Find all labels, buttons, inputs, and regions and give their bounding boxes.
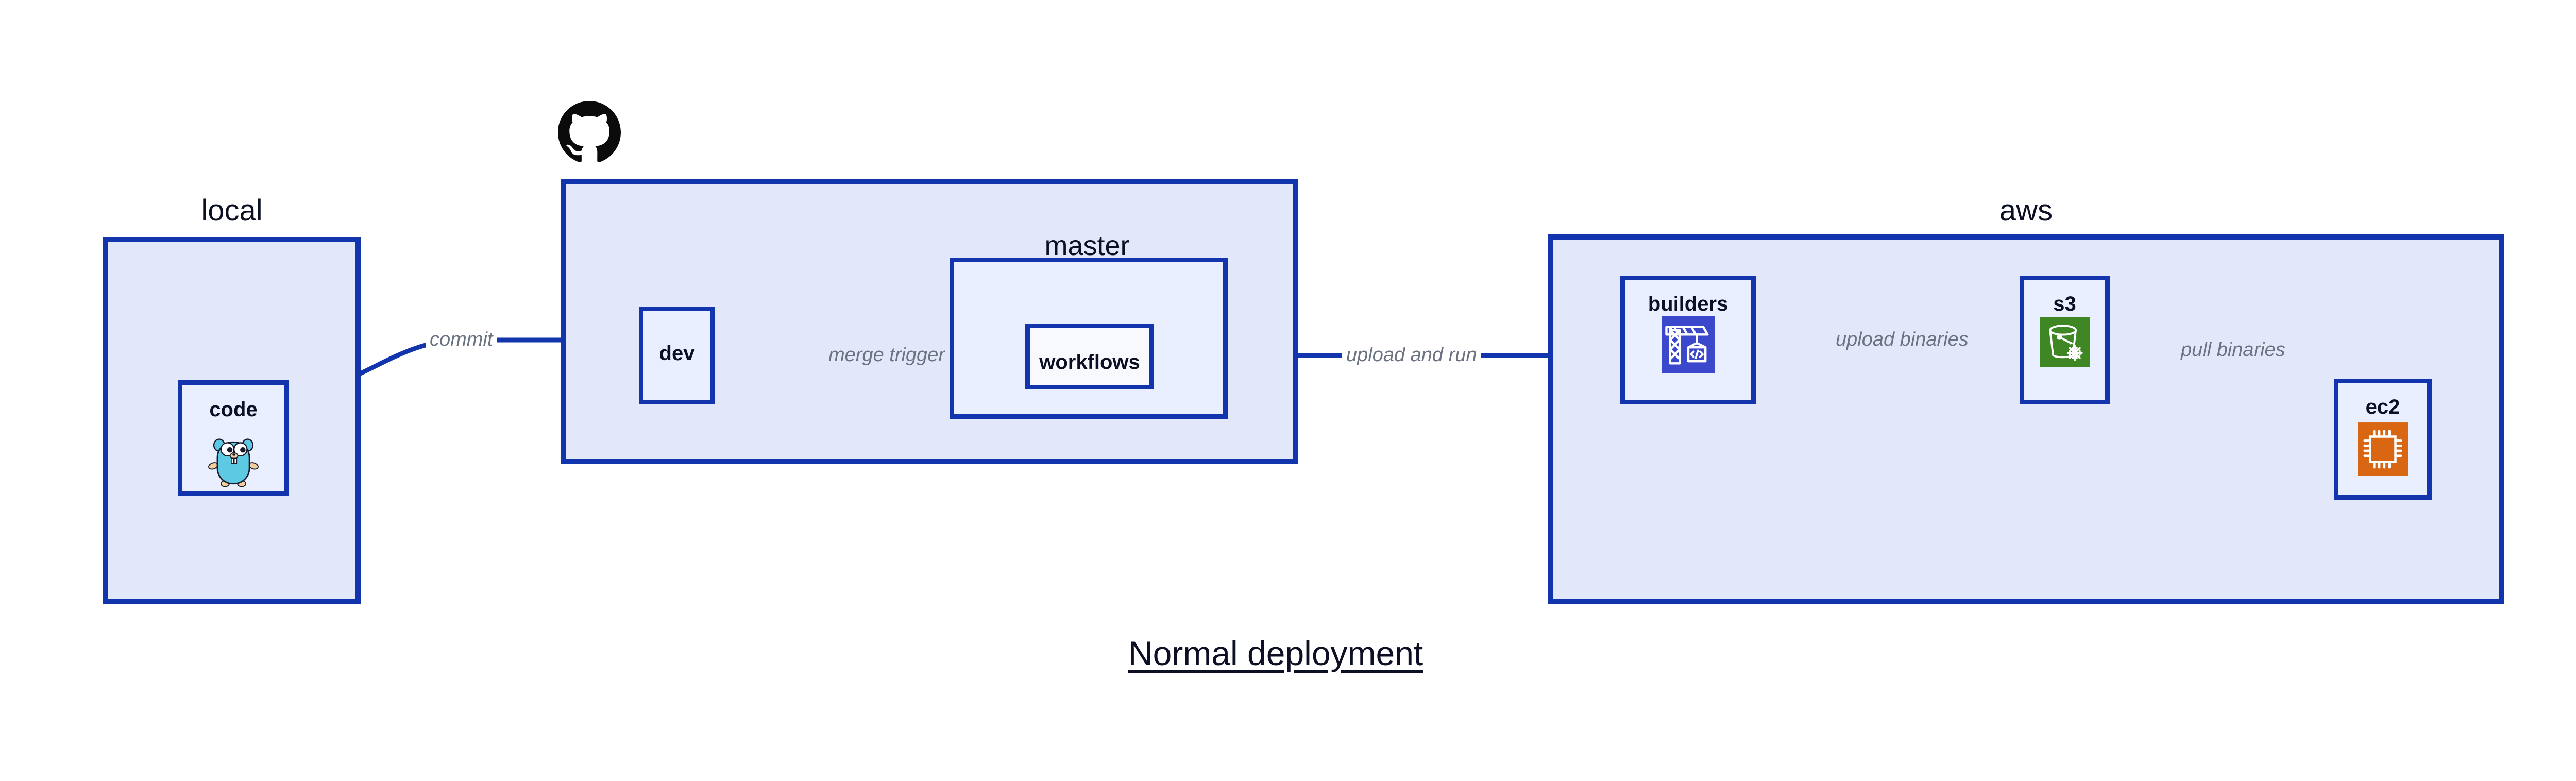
edge-label-pull-binaries: pull binaries [2177, 340, 2290, 360]
subgroup-label-master: master [1044, 230, 1130, 261]
edge-label-commit: commit [426, 330, 497, 349]
node-code-label: code [209, 398, 258, 421]
edge-label-upload-binaries: upload binaries [1832, 330, 1973, 349]
node-builders-label: builders [1648, 293, 1728, 315]
aws-codebuild-icon [1661, 316, 1715, 373]
node-ec2[interactable]: ec2 [2334, 379, 2432, 500]
diagram-caption: Normal deployment [1128, 634, 1423, 672]
edge-label-merge-trigger: merge trigger [824, 345, 949, 365]
node-ec2-label: ec2 [2365, 396, 2400, 418]
node-code[interactable]: code [178, 380, 289, 496]
node-s3[interactable]: s3 [2020, 276, 2110, 404]
edge-label-upload-and-run: upload and run [1342, 345, 1481, 365]
github-octocat-icon [558, 101, 621, 164]
node-workflows[interactable]: workflows [1025, 324, 1154, 389]
go-gopher-icon [204, 429, 263, 488]
aws-s3-glacier-icon [2040, 317, 2090, 367]
node-s3-label: s3 [2053, 293, 2076, 315]
node-dev-label: dev [659, 342, 695, 365]
node-builders[interactable]: builders [1620, 276, 1756, 404]
group-label-aws: aws [1999, 194, 2053, 227]
aws-ec2-icon [2358, 422, 2408, 476]
group-label-local: local [201, 194, 263, 227]
node-dev[interactable]: dev [639, 307, 715, 404]
node-workflows-label: workflows [1039, 351, 1140, 373]
